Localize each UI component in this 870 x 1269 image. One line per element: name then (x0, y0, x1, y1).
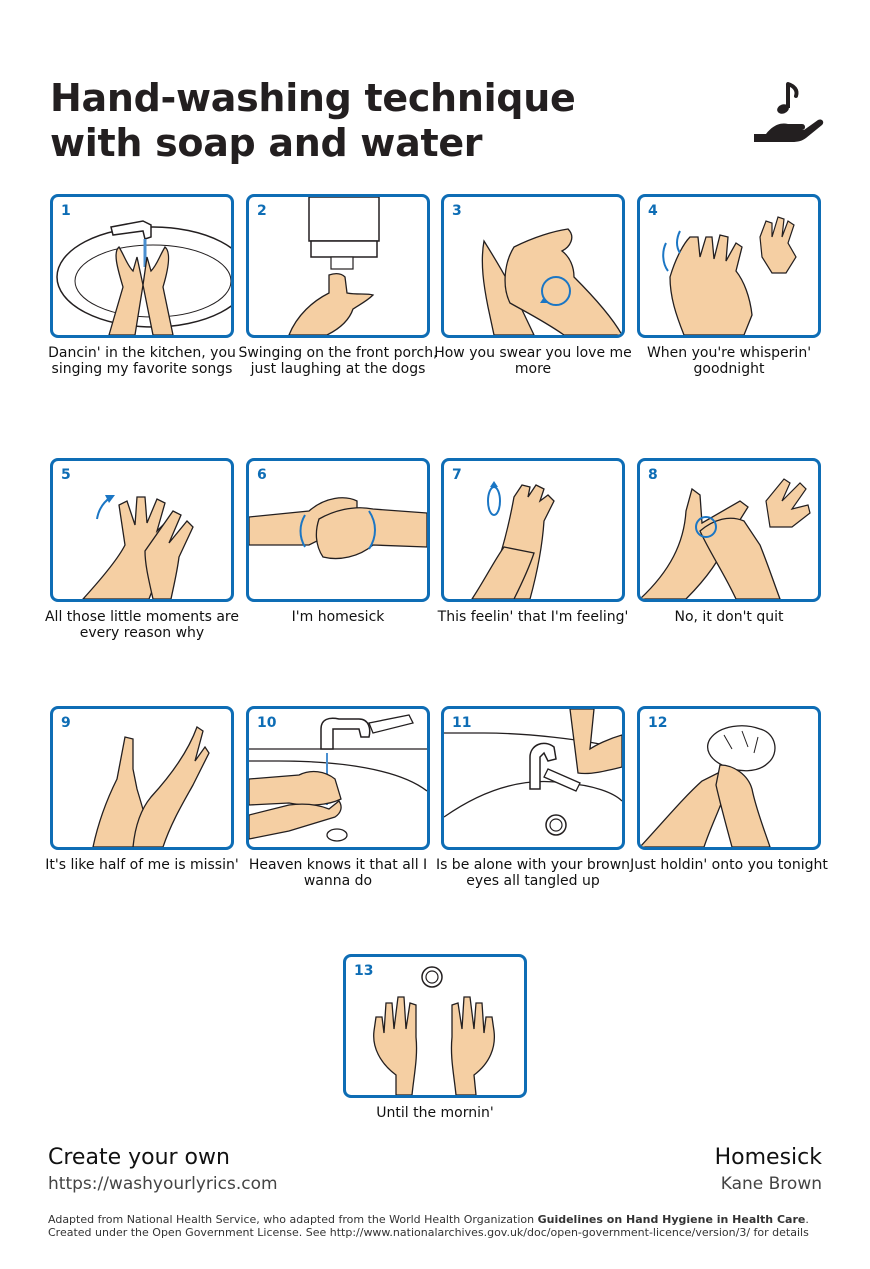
step-caption: I'm homesick (291, 609, 385, 625)
footer-right: Homesick Kane Brown (715, 1144, 822, 1196)
step-number: 13 (354, 963, 374, 979)
step-8: 8 No, it don't quit (637, 458, 821, 625)
step-number: 8 (648, 467, 658, 483)
step-caption: It's like half of me is missin' (45, 857, 239, 873)
step-illustration: 7 (441, 458, 625, 602)
step-number: 7 (452, 467, 462, 483)
step-number: 3 (452, 203, 462, 219)
step-illustration: 2 (246, 194, 430, 338)
step-caption: All those little moments are every reaso… (44, 609, 239, 641)
license-credit: Created under the Open Government Licens… (48, 1226, 809, 1239)
step-9: 9 It's like half of me is missin' (45, 706, 239, 873)
page-title: Hand-washing technique with soap and wat… (50, 76, 576, 166)
step-illustration: 13 (343, 954, 527, 1098)
step-caption: Swinging on the front porch, just laughi… (238, 345, 438, 377)
adapted-suffix: . (805, 1213, 809, 1226)
artist-name: Kane Brown (720, 1174, 822, 1194)
step-caption: When you're whisperin' goodnight (646, 345, 812, 377)
step-caption: Heaven knows it that all I wanna do (248, 857, 428, 889)
step-illustration: 8 (637, 458, 821, 602)
create-your-own-label: Create your own (48, 1145, 230, 1170)
step-number: 12 (648, 715, 668, 731)
guidelines-title: Guidelines on Hand Hygiene in Health Car… (537, 1213, 806, 1226)
back-of-hands-icon (662, 216, 797, 335)
clean-hands-icon (373, 966, 496, 1095)
step-number: 1 (61, 203, 71, 219)
step-illustration: 10 (246, 706, 430, 850)
step-illustration: 6 (246, 458, 430, 602)
step-caption: No, it don't quit (674, 609, 784, 625)
adapted-credit: Adapted from National Health Service, wh… (48, 1213, 828, 1226)
rub-palms-icon (481, 228, 622, 335)
step-number: 6 (257, 467, 267, 483)
interlaced-fingers-icon (82, 495, 194, 599)
step-number: 11 (452, 715, 472, 731)
step-number: 10 (257, 715, 277, 731)
step-4: 4 When you're whisperin' goodnight (637, 194, 821, 377)
soap-dispenser-icon (288, 197, 380, 335)
step-caption: Until the mornin' (376, 1105, 494, 1121)
step-illustration: 3 (441, 194, 625, 338)
step-caption: Is be alone with your brown eyes all tan… (435, 857, 631, 889)
rub-fingertips-icon (640, 478, 811, 599)
step-illustration: 4 (637, 194, 821, 338)
step-caption: Dancin' in the kitchen, you singing my f… (48, 345, 236, 377)
interlocked-fingers-icon (249, 497, 427, 560)
step-caption: How you swear you love me more (434, 345, 632, 377)
site-url-link[interactable]: https://washyourlyrics.com (48, 1174, 278, 1194)
step-10: 10 Heaven knows it that all I wanna do (246, 706, 430, 889)
step-illustration: 12 (637, 706, 821, 850)
step-13: 13 Until the mornin' (343, 954, 527, 1121)
footer-left: Create your own https://washyourlyrics.c… (48, 1144, 278, 1196)
step-number: 4 (648, 203, 658, 219)
step-2: 2 Swinging on the front porch, just laug… (238, 194, 438, 377)
title-line-1: Hand-washing technique (50, 76, 576, 120)
step-caption: This feelin' that I'm feeling' (437, 609, 629, 625)
adapted-prefix: Adapted from National Health Service, wh… (48, 1213, 538, 1226)
wet-hands-icon (56, 220, 231, 335)
step-6: 6 I'm homesick (246, 458, 430, 625)
step-illustration: 5 (50, 458, 234, 602)
step-7: 7 This feelin' that I'm feeling' (438, 458, 628, 625)
step-illustration: 1 (50, 194, 234, 338)
step-number: 5 (61, 467, 71, 483)
step-3: 3 How you swear you love me more (434, 194, 632, 377)
step-caption: Just holdin' onto you tonight (630, 857, 828, 873)
step-11: 11 Is be alone with your brown eyes all … (436, 706, 630, 889)
step-number: 9 (61, 715, 71, 731)
title-line-2: with soap and water (50, 121, 483, 165)
dry-hands-icon (444, 709, 622, 836)
towel-icon (640, 725, 776, 847)
credits: Adapted from National Health Service, wh… (48, 1213, 828, 1239)
step-1: 1 Dancin' in the kitchen, you singing my… (48, 194, 236, 377)
step-illustration: 11 (441, 706, 625, 850)
step-number: 2 (257, 203, 267, 219)
step-5: 5 All those little moments are every rea… (45, 458, 239, 641)
music-note-hand-icon (754, 82, 824, 142)
rub-thumbs-icon (471, 481, 555, 599)
rub-thumb-icon (92, 726, 210, 847)
song-title: Homesick (714, 1145, 822, 1170)
rinse-hands-icon (249, 714, 427, 842)
step-12: 12 Just holdin' onto you tonight (630, 706, 828, 873)
step-illustration: 9 (50, 706, 234, 850)
